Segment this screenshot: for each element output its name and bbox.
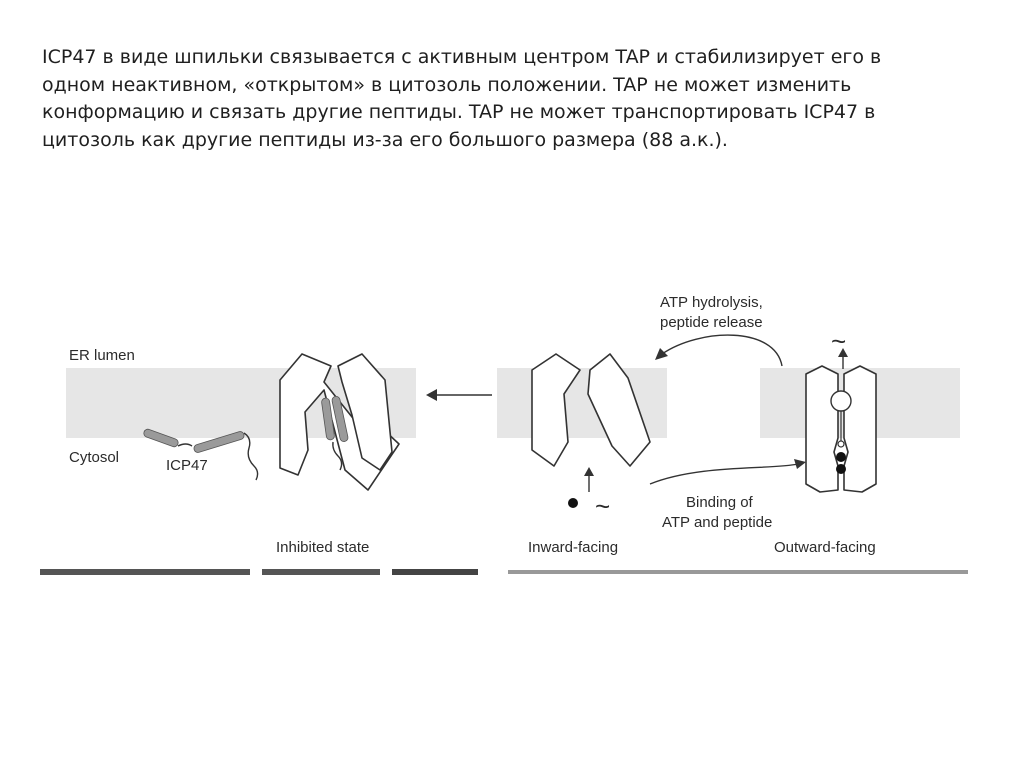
atp-dot-outward-2 (836, 464, 846, 474)
icp47-bound-in-tap (321, 396, 349, 471)
paragraph-line-2: одном неактивном, «открытом» в цитозоль … (42, 73, 852, 96)
binding-label-line2: ATP and peptide (662, 514, 772, 531)
paragraph-line-3: конформацию и связать другие пептиды. TA… (42, 101, 876, 123)
cropped-caption-remnant (40, 569, 968, 575)
hydrolysis-label-line1: ATP hydrolysis, (660, 294, 763, 311)
tap-inward-facing (531, 353, 651, 467)
cytosol-label: Cytosol (69, 449, 119, 466)
atp-dot (568, 498, 578, 508)
state-label-outward: Outward-facing (774, 539, 876, 556)
binding-arrow (649, 459, 806, 485)
outward-up-arrow (838, 348, 848, 369)
slide-paragraph: ICP47 в виде шпильки связывается с актив… (42, 44, 992, 154)
inward-up-arrow (584, 467, 594, 492)
paragraph-line-1: ICP47 в виде шпильки связывается с актив… (42, 46, 882, 68)
hydrolysis-label-line2: peptide release (660, 314, 763, 331)
atp-dot-outward-1 (836, 452, 846, 462)
er-lumen-label: ER lumen (69, 347, 135, 364)
tap-outward-facing (805, 365, 877, 493)
state-label-inhibited: Inhibited state (276, 539, 369, 556)
peptide-squiggle-outward: ~ (831, 326, 846, 356)
paragraph-line-4: цитозоль как другие пептиды из-за его бо… (42, 128, 728, 151)
state-label-inward: Inward-facing (528, 539, 618, 556)
icp47-label: ICP47 (166, 457, 208, 474)
icp47-hairpin-free (143, 428, 259, 481)
peptide-squiggle-inward: ~ (595, 491, 610, 521)
hydrolysis-arrow (655, 334, 783, 367)
binding-label-line1: Binding of (686, 494, 754, 511)
tap-mechanism-diagram: ER lumen Cytosol ICP47 Inhibited state ~… (40, 294, 968, 575)
inhibition-arrow (426, 389, 492, 401)
